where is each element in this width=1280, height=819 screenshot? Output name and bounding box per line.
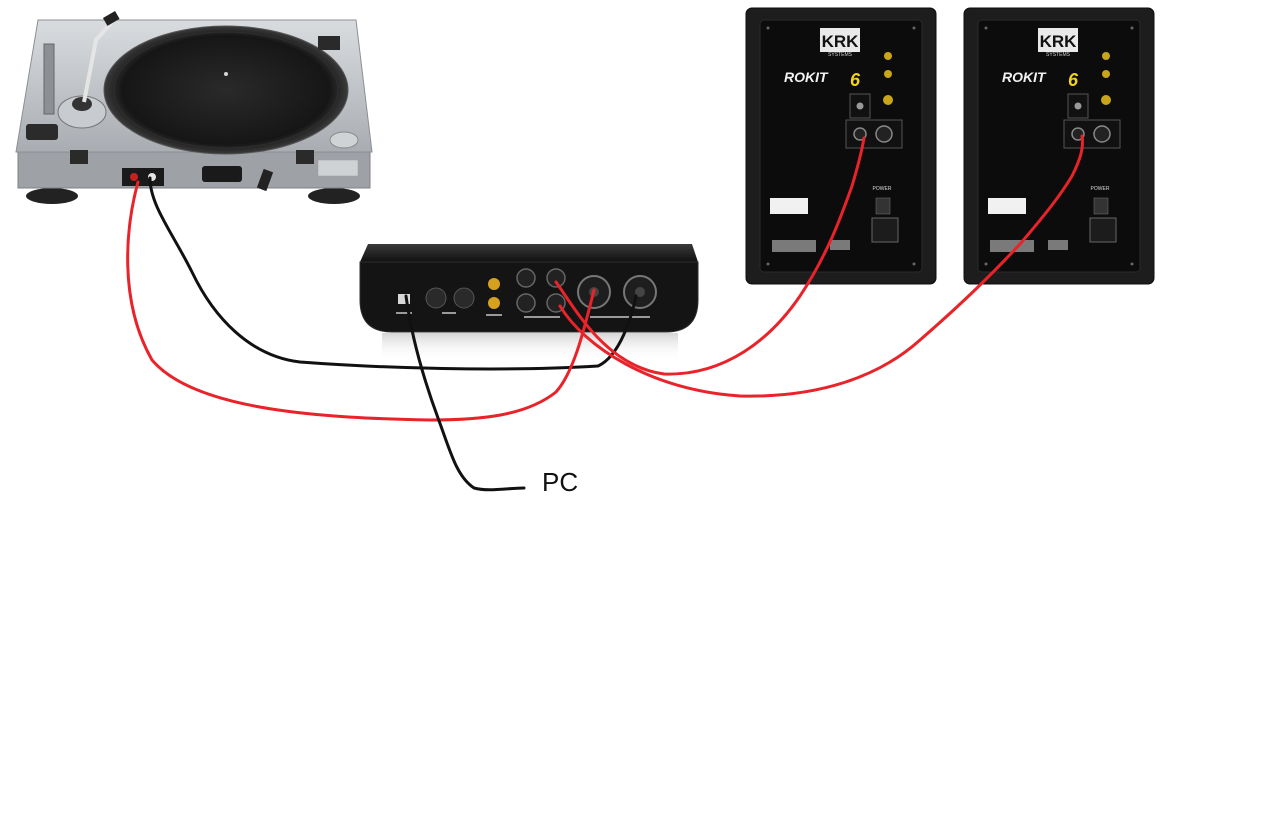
speaker-screw: [912, 262, 916, 266]
speaker-rca-jack: [1074, 102, 1082, 110]
turntable-top-control: [318, 36, 340, 50]
audio-interface-spdif-rca: [488, 297, 500, 309]
audio-interface-reflection: [382, 333, 678, 361]
turntable-tonearm-base: [57, 95, 107, 129]
speaker-power-label: POWER: [1091, 186, 1110, 192]
audio-interface-combo-jack: [635, 287, 645, 297]
speaker-cert-marks: [830, 240, 850, 250]
speaker-power-socket: [1089, 217, 1117, 243]
turntable-foot: [26, 188, 78, 204]
cable-turntable-to-interface-black: [148, 176, 638, 371]
audio-interface-midi-in: [453, 287, 475, 309]
turntable-spindle: [224, 72, 228, 76]
speaker-model-number: 6: [850, 70, 861, 90]
turntable-ground-terminal: [256, 168, 274, 192]
studio-monitor-right: KRK SYSTEMS ROKIT 6 POWER: [963, 7, 1155, 285]
speaker-serial-sticker: [988, 198, 1026, 214]
speaker-lf-knob: [884, 70, 892, 78]
turntable-rca-jack-panel: [122, 168, 164, 186]
speaker-power-label: POWER: [873, 186, 892, 192]
speaker-brand-text: KRK: [1040, 32, 1078, 51]
speaker-lf-knob: [1102, 70, 1110, 78]
speaker-screw: [984, 26, 988, 30]
speaker-brand-text: KRK: [822, 32, 860, 51]
turntable-hinge: [296, 150, 314, 164]
cables: [126, 134, 1084, 492]
speaker-power-socket: [871, 217, 899, 243]
speaker-model-number: 6: [1068, 70, 1079, 90]
turntable-pitch-slider: [43, 43, 55, 115]
speaker-brand-logo: [820, 28, 860, 52]
speaker-rca-jack: [856, 102, 864, 110]
cable-turntable-to-interface-red: [126, 180, 596, 422]
speaker-warning-label: [772, 240, 816, 252]
speaker-volume-knob: [883, 95, 893, 105]
studio-monitor-left: KRK SYSTEMS ROKIT 6 POWER: [745, 7, 937, 285]
speaker-brand-logo: [1038, 28, 1078, 52]
turntable-foot: [308, 188, 360, 204]
pc-label: PC: [542, 467, 578, 497]
turntable-platter: [103, 25, 349, 155]
speaker-warning-label: [990, 240, 1034, 252]
turntable-hinge: [70, 150, 88, 164]
turntable-platter-ring: [113, 31, 339, 149]
audio-interface-spdif-rca: [488, 278, 500, 290]
turntable-target-light: [329, 131, 359, 149]
speaker-xlr-input: [1093, 125, 1111, 143]
cable-interface-to-pc: [404, 294, 526, 492]
audio-interface-port-label: [442, 312, 456, 314]
turntable-power-socket: [202, 166, 242, 182]
speaker-screw: [1130, 262, 1134, 266]
cable-interface-to-left-speaker: [554, 136, 866, 376]
turntable: [15, 11, 373, 204]
speaker-model-text: ROKIT: [1002, 69, 1047, 85]
turntable-rca-jack-red: [130, 173, 138, 181]
speaker-hf-knob: [884, 52, 892, 60]
audio-interface-port-label: [486, 314, 502, 316]
audio-interface: [359, 244, 699, 361]
speaker-screw: [1130, 26, 1134, 30]
audio-interface-midi-out: [425, 287, 447, 309]
audio-interface-line-out: [516, 293, 536, 313]
cable-interface-to-right-speaker: [558, 134, 1084, 398]
audio-interface-top: [360, 244, 698, 262]
turntable-start-button: [26, 124, 58, 140]
speaker-serial-sticker: [770, 198, 808, 214]
turntable-tonearm-pivot: [72, 97, 92, 111]
speaker-power-switch: [875, 197, 891, 215]
speaker-hf-knob: [1102, 52, 1110, 60]
speaker-power-switch: [1093, 197, 1109, 215]
speaker-model-text: ROKIT: [784, 69, 829, 85]
speaker-xlr-input: [875, 125, 893, 143]
turntable-headshell: [102, 11, 120, 26]
speaker-volume-knob: [1101, 95, 1111, 105]
speaker-cert-marks: [1048, 240, 1068, 250]
speaker-brand-sub: SYSTEMS: [828, 52, 853, 58]
audio-interface-port-label: [590, 316, 650, 318]
speaker-screw: [766, 26, 770, 30]
turntable-tonearm: [82, 20, 114, 103]
speaker-screw: [984, 262, 988, 266]
speaker-screw: [766, 262, 770, 266]
audio-interface-line-out: [546, 268, 566, 288]
turntable-label-plate: [317, 159, 359, 177]
audio-interface-usb-port: [398, 294, 410, 304]
audio-interface-port-label: [524, 316, 560, 318]
audio-interface-line-out: [516, 268, 536, 288]
audio-interface-port-label: [396, 312, 412, 314]
speaker-screw: [912, 26, 916, 30]
speaker-brand-sub: SYSTEMS: [1046, 52, 1071, 58]
